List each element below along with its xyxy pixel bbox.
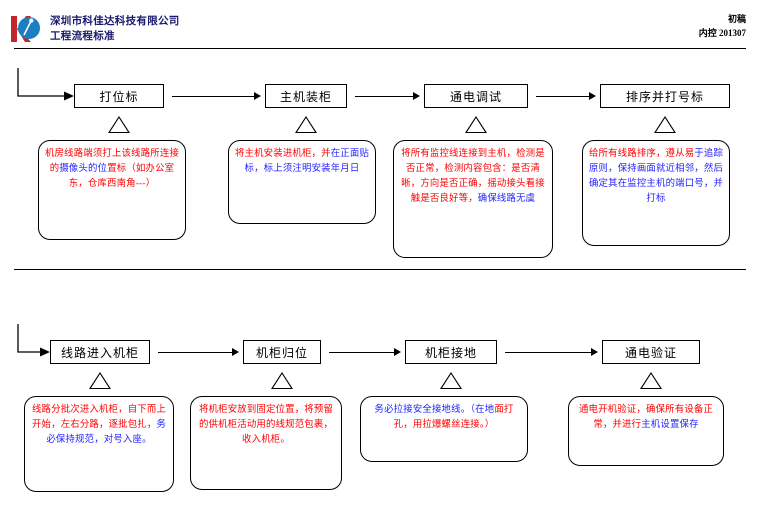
process-box-label: 打位标 — [99, 89, 139, 104]
note-bubble: 给所有线路排序，遵从易于追踪原则，保持画面就近相邻，然后确定其在监控主机的端口号… — [582, 140, 730, 246]
note-segment: 主机设置保存 — [641, 420, 699, 431]
note-segment: 将主机安装进机柜，并 — [234, 149, 331, 159]
process-box[interactable]: 线路进入机柜 — [50, 340, 150, 364]
inspection-triangle-icon — [465, 116, 487, 133]
inspection-triangle-icon — [89, 372, 111, 389]
note-segment: 通电开机验证，确保所有设备正常，并进行 — [578, 405, 714, 431]
note-segment: 务必拉接安全接地线。（在地 — [374, 405, 495, 415]
note-segment: 将机柜安放到固定位置，将预留的供机柜活动用的线规范包裹，收入机柜。 — [198, 405, 334, 446]
document-meta: 初稿 内控 201307 — [699, 13, 746, 41]
note-segment: 置标（如办公室东，仓库西南角---） — [68, 164, 175, 190]
process-box-label: 机柜接地 — [424, 345, 477, 360]
flow-arrow — [536, 92, 596, 101]
company-name: 深圳市科佳达科技有限公司 — [50, 16, 180, 27]
flow-arrow — [505, 348, 598, 357]
note-bubble: 将主机安装进机柜，并在正面贴标，标上须注明安装年月日 — [228, 140, 376, 224]
inspection-triangle-icon — [640, 372, 662, 389]
flow-arrow — [355, 92, 420, 101]
page-header: 深圳市科佳达科技有限公司 工程流程标准 初稿 内控 201307 — [0, 0, 760, 52]
note-segment: 摄像头的位 — [59, 164, 108, 175]
process-box-label: 通电验证 — [624, 345, 677, 360]
process-box-label: 线路进入机柜 — [60, 345, 139, 360]
note-segment: 在正面贴标，标上须注明安装年月日 — [244, 149, 370, 175]
doc-subtitle: 工程流程标准 — [50, 31, 115, 43]
note-bubble: 线路分批次进入机柜，自下而上开始，左右分路，逐批包扎，务必保持规范，对号入座。 — [24, 396, 174, 492]
process-box-label: 通电调试 — [449, 89, 502, 104]
note-bubble: 将所有监控线连接到主机，检测是否正常，检测内容包含：是否清晰，方向是否正确，摇动… — [393, 140, 553, 258]
process-box[interactable]: 通电调试 — [424, 84, 528, 108]
note-segment: 线路分批次进入机柜，自下而上开始，左右分路，逐批包扎， — [31, 405, 167, 431]
header-divider — [14, 48, 746, 49]
process-box[interactable]: 打位标 — [74, 84, 164, 108]
process-box[interactable]: 通电验证 — [602, 340, 700, 364]
process-box-label: 主机装柜 — [279, 89, 332, 104]
flow-arrow — [172, 92, 261, 101]
note-segment: 务必保持规范，对号入座。 — [46, 420, 167, 446]
process-box[interactable]: 排序并打号标 — [600, 84, 730, 108]
inspection-triangle-icon — [108, 116, 130, 133]
note-segment: 确保线路无虞 — [477, 194, 536, 205]
process-box-label: 机柜归位 — [255, 345, 308, 360]
process-box[interactable]: 主机装柜 — [265, 84, 347, 108]
flow-entry-connector — [0, 66, 78, 106]
note-bubble: 机房线路端须打上该线路所连接的摄像头的位置标（如办公室东，仓库西南角---） — [38, 140, 186, 240]
inspection-triangle-icon — [654, 116, 676, 133]
note-bubble: 通电开机验证，确保所有设备正常，并进行主机设置保存 — [568, 396, 724, 466]
note-bubble: 务必拉接安全接地线。（在地面打孔，用拉爆螺丝连接。） — [360, 396, 528, 462]
kjd-logo-icon — [10, 14, 42, 44]
flow-arrow — [329, 348, 401, 357]
section-divider — [14, 269, 746, 270]
note-segment: 于追踪原则，保持画面就近相邻，然后确定其在监控主机的端口号，并打标 — [588, 149, 724, 205]
note-segment: 给所有线路排序，遵从易 — [588, 149, 695, 159]
inspection-triangle-icon — [440, 372, 462, 389]
inspection-triangle-icon — [295, 116, 317, 133]
process-box[interactable]: 机柜接地 — [405, 340, 497, 364]
note-bubble: 将机柜安放到固定位置，将预留的供机柜活动用的线规范包裹，收入机柜。 — [190, 396, 342, 490]
flow-arrow — [158, 348, 239, 357]
note-segment: 将所有监控线连接到主机，检测是否正常，检测内容包含：是否清晰，方向是否正确，摇动… — [401, 149, 545, 205]
note-segment: 机房线路端须打上该线路所连接的 — [44, 149, 180, 175]
process-box-label: 排序并打号标 — [625, 89, 704, 104]
note-segment: 面打孔，用拉爆螺丝连接。） — [393, 405, 514, 431]
inspection-triangle-icon — [271, 372, 293, 389]
company-identity: 深圳市科佳达科技有限公司 工程流程标准 — [50, 14, 180, 44]
doc-code: 内控 201307 — [698, 27, 746, 38]
process-box[interactable]: 机柜归位 — [243, 340, 321, 364]
doc-status: 初稿 — [727, 14, 746, 24]
flow-entry-connector — [0, 322, 54, 362]
